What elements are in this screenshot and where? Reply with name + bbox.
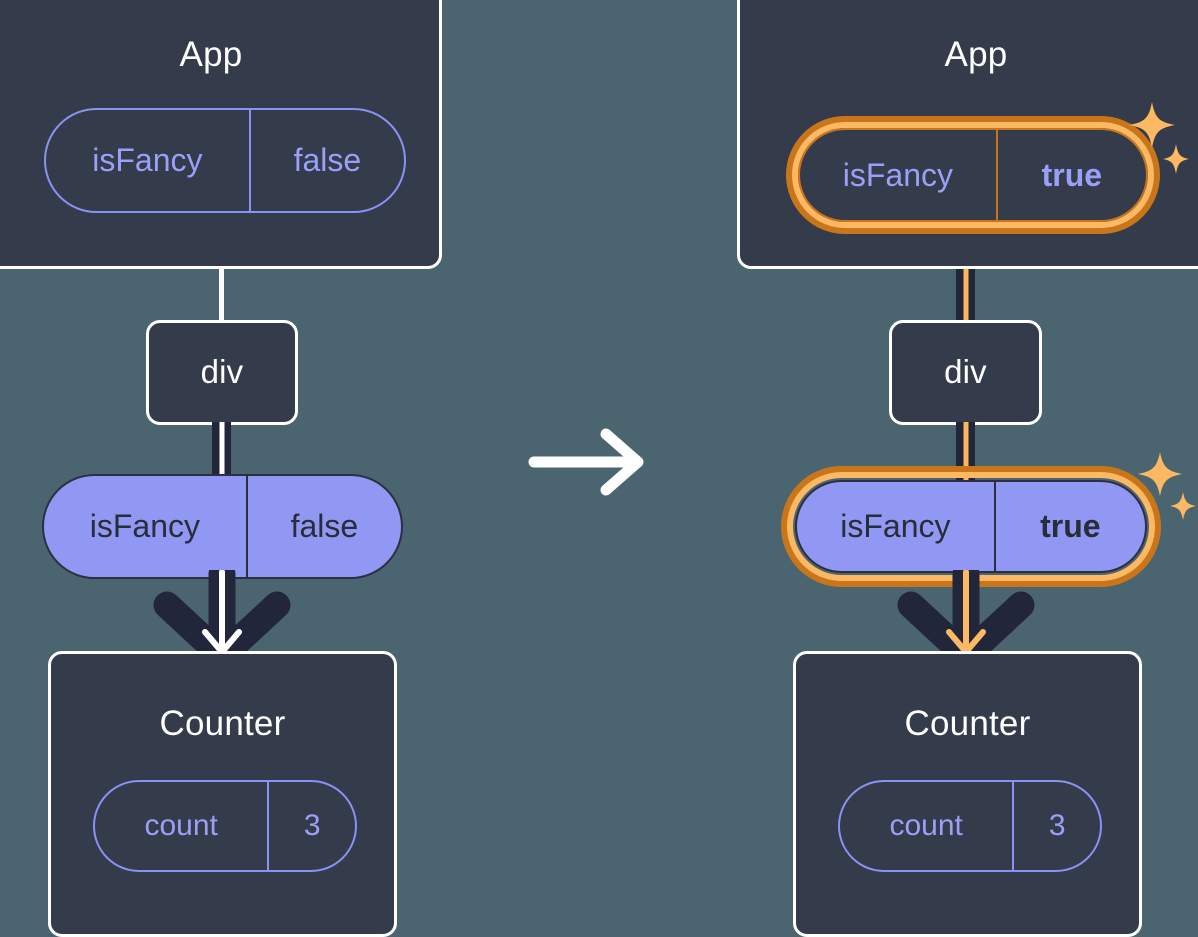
prop-value-before: false	[245, 476, 401, 577]
counter-box-after: Counter count 3	[793, 651, 1142, 937]
sparkles-icon-prop	[1136, 450, 1198, 522]
div-label-before: div	[200, 353, 244, 390]
prop-key-after: isFancy	[840, 508, 951, 544]
counter-state-key-before: count	[144, 809, 218, 842]
app-box-before: App isFancy false	[0, 0, 442, 269]
app-state-value-after: true	[995, 130, 1146, 220]
sparkles-icon-app	[1126, 100, 1190, 176]
app-state-value-before: false	[248, 110, 404, 211]
counter-box-before: Counter count 3	[48, 651, 397, 937]
app-state-key-before: isFancy	[92, 142, 203, 178]
connector-app-to-div-left	[219, 266, 224, 322]
counter-title-before: Counter	[159, 704, 286, 743]
app-state-highlight-ring-inner	[792, 122, 1154, 228]
counter-state-pill-before: count 3	[93, 780, 357, 872]
prop-value-after: true	[993, 482, 1145, 571]
prop-pill-before: isFancy false	[42, 474, 403, 579]
app-title-before: App	[179, 35, 243, 74]
counter-title-after: Counter	[904, 704, 1031, 743]
app-state-pill-after: isFancy true	[798, 128, 1148, 222]
transition-arrow	[528, 428, 648, 501]
div-box-after: div	[889, 320, 1042, 425]
counter-state-value-after: 3	[1012, 782, 1100, 870]
counter-state-key-after: count	[889, 809, 963, 842]
prop-pill-after: isFancy true	[795, 480, 1147, 573]
div-box-before: div	[146, 320, 298, 425]
prop-key-before: isFancy	[89, 508, 200, 544]
counter-state-pill-after: count 3	[838, 780, 1102, 872]
app-state-highlight-ring-outer	[786, 116, 1160, 234]
app-state-key-after: isFancy	[842, 156, 953, 193]
div-label-after: div	[944, 353, 987, 390]
app-title-after: App	[944, 35, 1008, 74]
counter-state-value-before: 3	[267, 782, 355, 870]
connector-div-to-prop-left	[212, 422, 231, 480]
app-state-pill-before: isFancy false	[44, 108, 406, 213]
